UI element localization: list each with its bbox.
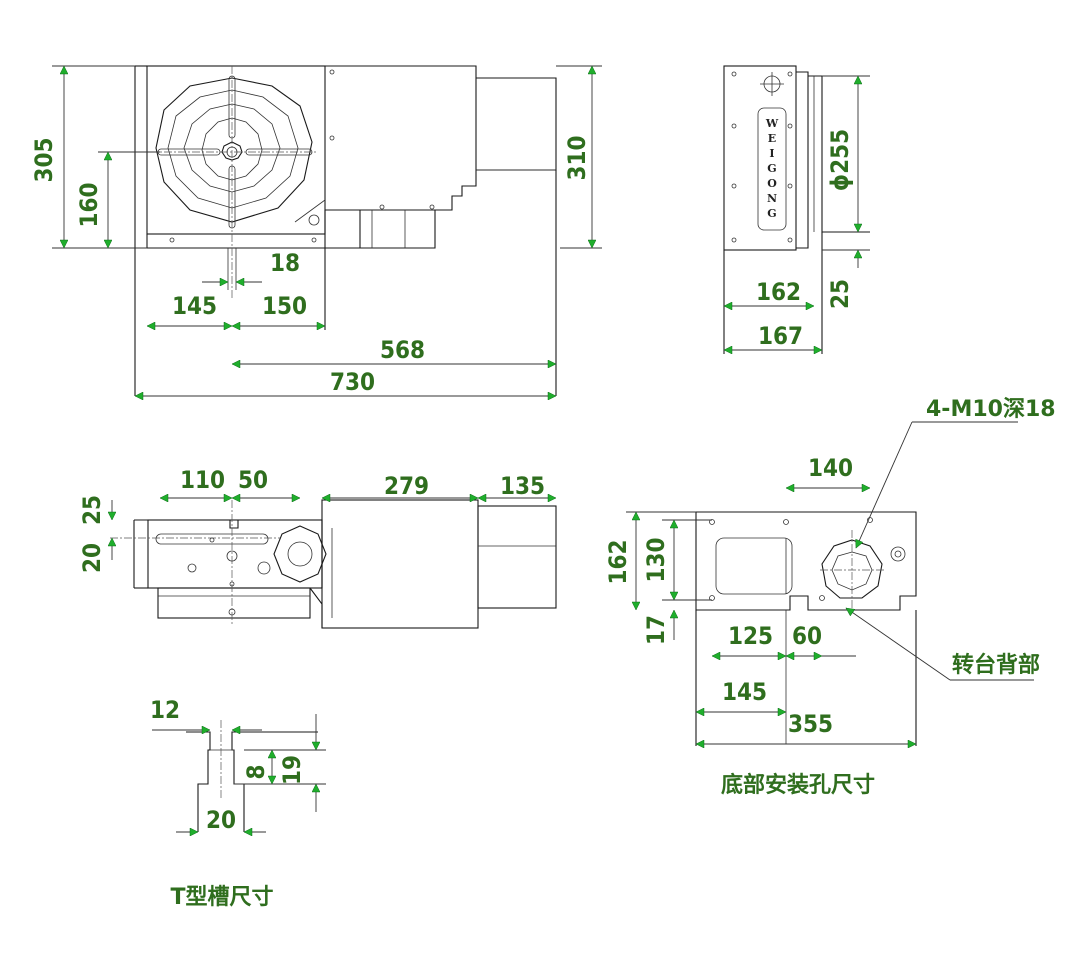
svg-text:N: N [767, 192, 777, 205]
front-table-body [146, 65, 326, 235]
dim-top-279: 279 [384, 472, 429, 500]
dim-side-167: 167 [758, 322, 803, 350]
dim-310: 310 [563, 135, 591, 180]
dim-top-135: 135 [500, 472, 545, 500]
base-view: 162 130 17 140 125 60 145 355 4-M10深18 转… [604, 397, 1056, 798]
dim-base-162: 162 [604, 539, 632, 584]
svg-text:E: E [768, 132, 776, 145]
thread-note: 4-M10深18 [926, 397, 1056, 422]
svg-text:G: G [767, 207, 776, 220]
dim-tslot-19: 19 [278, 755, 306, 785]
dim-tslot-12: 12 [150, 696, 180, 724]
dim-18: 18 [270, 249, 300, 277]
dim-150: 150 [262, 292, 307, 320]
faceplate-outer [155, 77, 313, 223]
base-title: 底部安装孔尺寸 [721, 772, 875, 798]
tslot-detail: 12 20 8 19 T型槽尺寸 [150, 696, 326, 910]
dim-top-110: 110 [180, 466, 225, 494]
dim-568: 568 [380, 336, 425, 364]
dim-base-145: 145 [722, 678, 767, 706]
dim-base-17: 17 [642, 615, 670, 645]
dim-top-50: 50 [238, 466, 268, 494]
top-view: 110 50 279 135 25 20 [78, 466, 557, 629]
dim-160: 160 [75, 182, 103, 227]
front-view: 305 160 18 145 150 568 730 310 [30, 65, 602, 396]
dim-tslot-8: 8 [242, 764, 270, 779]
dim-base-125: 125 [728, 622, 773, 650]
side-view: W E I G O N G ϕ255 25 162 167 [723, 65, 870, 354]
dim-top-20: 20 [78, 543, 106, 573]
svg-text:O: O [767, 177, 777, 190]
svg-text:I: I [769, 147, 774, 160]
dim-top-25: 25 [78, 495, 106, 525]
dim-side-25: 25 [826, 279, 854, 309]
dim-base-60: 60 [792, 622, 822, 650]
svg-text:W: W [765, 117, 779, 130]
dim-305: 305 [30, 137, 58, 182]
svg-text:G: G [767, 162, 776, 175]
dim-tslot-20: 20 [206, 806, 236, 834]
dim-730: 730 [330, 368, 375, 396]
back-note: 转台背部 [952, 652, 1040, 678]
dim-base-140: 140 [808, 454, 853, 482]
dim-base-355: 355 [788, 710, 833, 738]
dim-phi255: ϕ255 [826, 129, 854, 191]
dim-base-130: 130 [642, 537, 670, 582]
brand-letters: W E I G O N G [765, 117, 779, 220]
dim-side-162: 162 [756, 278, 801, 306]
tslot-title: T型槽尺寸 [170, 885, 273, 910]
dim-145: 145 [172, 292, 217, 320]
